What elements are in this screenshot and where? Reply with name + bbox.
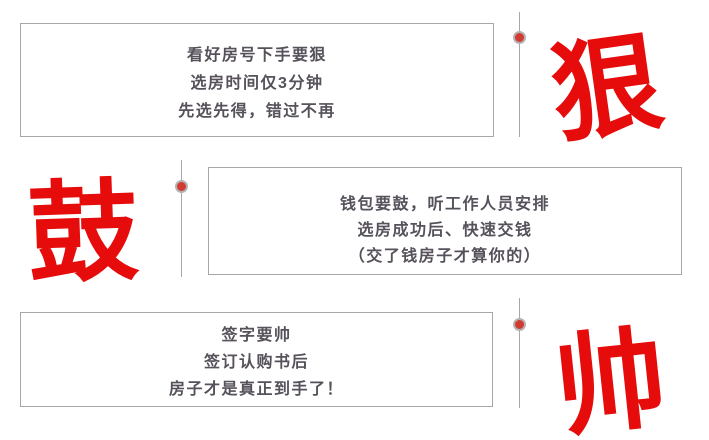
step-1-text-box: 看好房号下手要狠 选房时间仅3分钟 先选先得，错过不再: [20, 23, 494, 137]
step-3-text-box: 签字要帅 签订认购书后 房子才是真正到手了！: [20, 312, 493, 407]
step-2-line-1: 钱包要鼓，听工作人员安排: [339, 196, 550, 213]
step-2-line-3: （交了钱房子才算你的）: [348, 248, 542, 265]
step-2-text-box: 钱包要鼓，听工作人员安排 选房成功后、快速交钱 （交了钱房子才算你的）: [208, 167, 682, 275]
calligraphy-char-shuai: 帅: [549, 313, 673, 440]
calligraphy-char-gu: 鼓: [25, 167, 141, 299]
timeline-line-3: [519, 298, 520, 408]
calligraphy-char-hen: 狠: [543, 17, 671, 161]
step-1-line-2: 选房时间仅3分钟: [190, 75, 324, 92]
step-3-line-2: 签订认购书后: [203, 354, 309, 371]
step-3-line-1: 签字要帅: [221, 327, 292, 344]
step-3-line-3: 房子才是真正到手了！: [168, 381, 344, 398]
timeline-node-icon-2: [175, 180, 188, 193]
timeline-node-icon-1: [513, 31, 526, 44]
timeline-node-icon-3: [513, 318, 526, 331]
step-1-line-1: 看好房号下手要狠: [186, 47, 327, 64]
step-1-line-3: 先选先得，错过不再: [178, 103, 336, 120]
step-2-line-2: 选房成功后、快速交钱: [357, 222, 533, 239]
timeline-line-1: [519, 12, 520, 137]
timeline-line-2: [181, 160, 182, 277]
